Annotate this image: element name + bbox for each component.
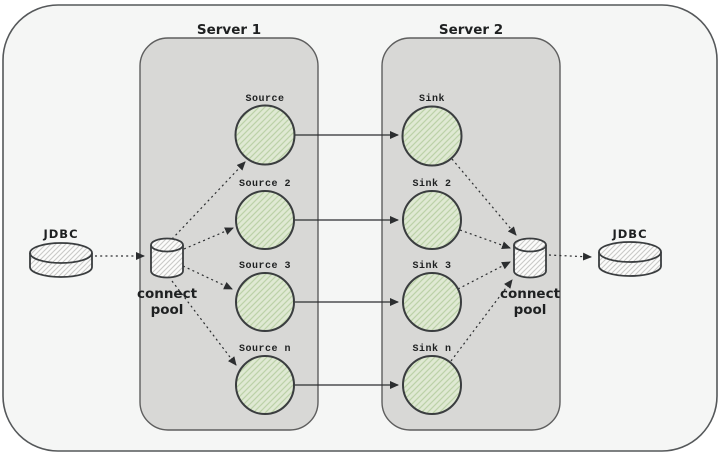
pool-cylinder-top	[150, 237, 184, 253]
pool-cylinder-top	[513, 237, 547, 253]
arrow-pool-to-source-3	[182, 265, 233, 290]
arrow-sink1-to-pool	[451, 158, 517, 236]
sink-node-1	[401, 105, 463, 167]
source-label-3: Source 3	[239, 261, 291, 272]
sink-nodes: Sink Sink 2 Sink 3 Sink n	[401, 93, 463, 415]
source-label-2: Source 2	[239, 179, 291, 190]
server1-title: Server 1	[197, 22, 261, 38]
database-cylinder-top	[29, 242, 93, 264]
sink-node-n	[402, 355, 462, 415]
sink-label-1: Sink	[419, 93, 445, 105]
arrow-pool-to-source-n	[171, 280, 237, 366]
source-node-2	[235, 190, 295, 250]
connect-pool-left: connect pool	[137, 237, 198, 318]
arrow-pool-to-source-1	[171, 161, 246, 240]
pool-left-label-line2: pool	[151, 302, 184, 318]
jdbc-database-left: JDBC	[29, 227, 93, 278]
sink-label-n: Sink n	[412, 343, 451, 355]
outer-container	[2, 4, 718, 452]
pool-right-label-line2: pool	[514, 302, 547, 318]
arrow-sink2-to-pool	[459, 229, 511, 250]
pool-right-label-line1: connect	[500, 286, 561, 302]
dashed-arrows-right	[450, 158, 592, 362]
arrow-pool-to-source-2	[183, 227, 234, 250]
jdbc-right-label: JDBC	[611, 227, 647, 241]
server2-title: Server 2	[439, 22, 503, 38]
source-node-n	[235, 355, 295, 415]
sink-label-3: Sink 3	[412, 260, 451, 272]
sink-node-3	[402, 272, 462, 332]
jdbc-database-right: JDBC	[598, 227, 662, 277]
pool-left-label-line1: connect	[137, 286, 198, 302]
source-node-3	[235, 272, 295, 332]
source-label-n: Source n	[239, 344, 291, 355]
arrow-sinkn-to-pool	[450, 279, 513, 362]
sink-node-2	[402, 190, 462, 250]
connect-pool-right: connect pool	[500, 237, 561, 318]
source-node-1	[234, 104, 296, 166]
arrow-pool-to-jdbc-right	[548, 252, 592, 261]
solid-arrows	[295, 131, 399, 389]
sink-label-2: Sink 2	[412, 178, 451, 190]
pool-cylinder-body	[513, 245, 547, 279]
dashed-arrows-left	[95, 161, 246, 366]
pool-cylinder-body	[150, 245, 184, 279]
jdbc-left-label: JDBC	[42, 227, 78, 241]
source-label-1: Source	[245, 94, 284, 105]
source-nodes: Source Source 2 Source 3 Source n	[234, 94, 296, 415]
database-cylinder-top	[598, 241, 662, 263]
